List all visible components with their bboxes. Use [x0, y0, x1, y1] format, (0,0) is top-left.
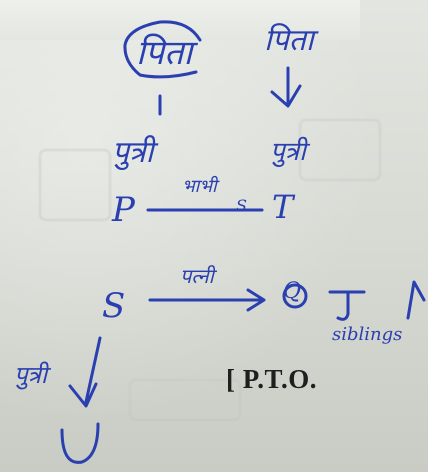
- label-sister: भाभी: [182, 176, 217, 197]
- j-stroke: [328, 290, 366, 321]
- label-s-small: S: [236, 196, 247, 215]
- s-q-arrow: [148, 288, 266, 312]
- label-q: Q: [283, 279, 302, 304]
- label-s: S: [102, 286, 126, 326]
- label-t: T: [272, 188, 294, 226]
- label-daughter: पुत्री: [14, 361, 48, 389]
- handwriting-mid-left: पुत्री: [112, 135, 154, 170]
- r-stroke: [406, 280, 426, 320]
- label-spouse: पत्नी: [180, 264, 214, 288]
- printed-pto: [ P.T.O.: [226, 364, 318, 394]
- handwriting-mid-right: पुत्री: [270, 137, 306, 167]
- paper-highlight: [0, 0, 360, 40]
- u-stroke: [60, 422, 100, 464]
- handwriting-top-right: पिता: [264, 23, 314, 58]
- label-siblings: siblings: [332, 324, 403, 345]
- s-u-arrow: [68, 336, 102, 408]
- right-down-arrow: [270, 66, 302, 108]
- handwriting-top-left: पिता: [136, 33, 193, 73]
- top-left-word-stroke: [123, 20, 202, 79]
- q-circle: [282, 283, 308, 309]
- label-p: P: [112, 190, 135, 230]
